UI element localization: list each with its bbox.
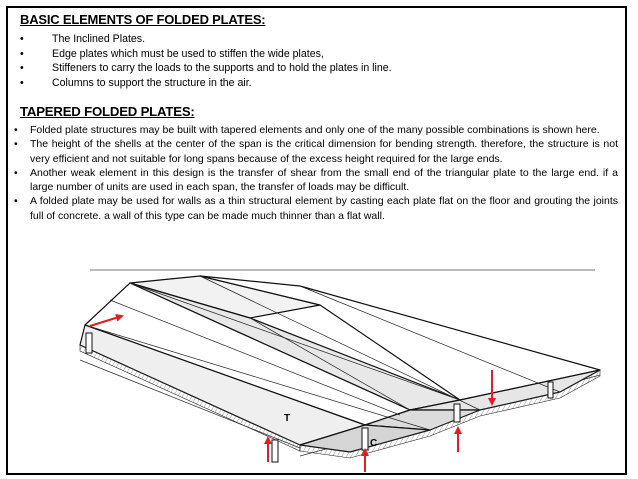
folded-plate-illustration: T C: [79, 269, 601, 472]
list-item-text: Stiffeners to carry the loads to the sup…: [52, 62, 392, 75]
list-item: • Another weak element in this design is …: [14, 166, 618, 195]
list-item: • The Inclined Plates.: [20, 32, 580, 47]
fold-lines: [84, 275, 561, 431]
bullet: •: [14, 166, 18, 179]
label-c: C: [370, 438, 377, 449]
list-item-text: Columns to support the structure in the …: [52, 76, 252, 89]
list-item: • Columns to support the structure in the…: [20, 76, 580, 91]
column: [361, 427, 369, 451]
list-item-text: Another weak element in this design is t…: [30, 166, 618, 194]
heading-basic-elements: BASIC ELEMENTS OF FOLDED PLATES:: [20, 12, 266, 27]
bullet: •: [20, 62, 24, 75]
list-item-text: The Inclined Plates.: [52, 33, 146, 45]
tapered-plates-list: • Folded plate structures may be built wi…: [14, 123, 618, 223]
bullet: •: [20, 47, 24, 60]
force-arrows: [89, 313, 496, 472]
list-item-text: Folded plate structures may be built wit…: [30, 124, 600, 136]
edge-fascia: [299, 369, 601, 459]
arrow-icon: [89, 313, 124, 327]
list-item: • Stiffeners to carry the loads to the su…: [20, 61, 580, 76]
list-item-text: Edge plates which must be used to stiffe…: [52, 47, 324, 60]
column: [453, 403, 461, 423]
list-item: • Folded plate structures may be built wi…: [14, 123, 618, 137]
bullet: •: [14, 138, 18, 151]
columns: [85, 332, 554, 463]
bullet: •: [20, 33, 24, 45]
bullet: •: [14, 195, 18, 208]
bullet: •: [20, 76, 24, 89]
bullet: •: [14, 124, 18, 136]
list-item: • The height of the shells at the center …: [14, 137, 618, 166]
column: [547, 381, 554, 399]
column: [85, 332, 93, 354]
list-item-text: The height of the shells at the center o…: [30, 138, 618, 165]
basic-elements-list: • The Inclined Plates. • Edge plates which…: [20, 32, 580, 90]
edge-fascia: [79, 344, 301, 452]
label-t: T: [284, 413, 290, 424]
list-item: • A folded plate may be used for walls as…: [14, 194, 618, 223]
heading-tapered-folded-plates: TAPERED FOLDED PLATES:: [20, 104, 195, 119]
list-item: • Edge plates which must be used to stiff…: [20, 47, 580, 62]
column: [271, 439, 279, 463]
list-item-text: A folded plate may be used for walls as …: [30, 195, 618, 222]
